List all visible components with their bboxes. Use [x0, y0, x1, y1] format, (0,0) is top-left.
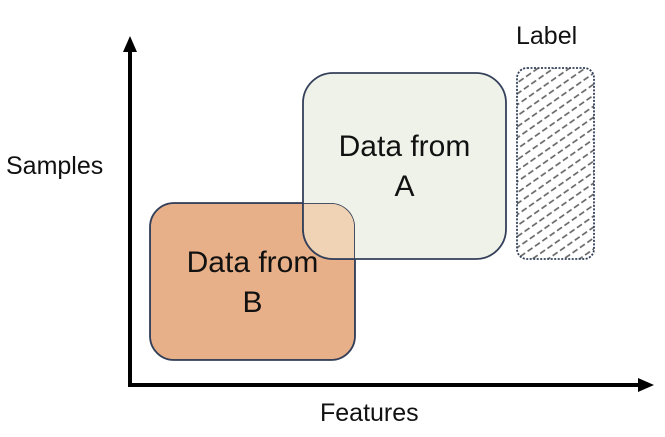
- label-title: Label: [516, 22, 578, 50]
- data-a-text: Data from A: [303, 127, 506, 207]
- data-b-text: Data from B: [150, 243, 355, 323]
- x-axis-arrowhead: [638, 378, 654, 392]
- y-axis-arrowhead: [123, 36, 137, 52]
- data-b-line2: B: [242, 286, 263, 319]
- data-b-line1: Data from: [186, 246, 319, 279]
- features-label: Features: [320, 399, 419, 427]
- data-a-line2: A: [394, 170, 415, 203]
- data-a-line1: Data from: [338, 130, 471, 163]
- samples-label: Samples: [6, 152, 104, 180]
- label-box: [516, 67, 595, 260]
- data-a-box: [302, 72, 507, 260]
